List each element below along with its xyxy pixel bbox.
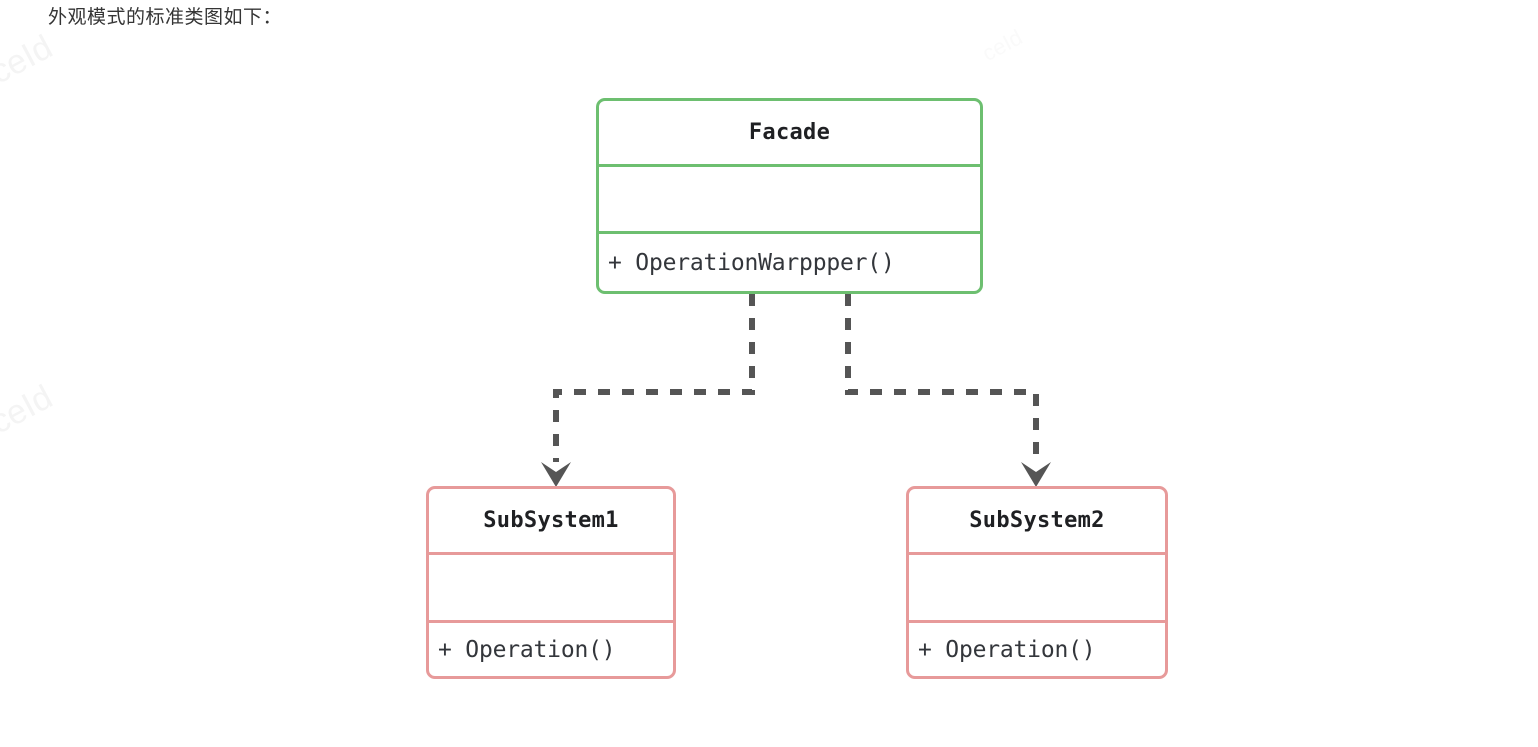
class-method-facade: + OperationWarppper() (599, 231, 980, 291)
uml-class-facade[interactable]: Facade + OperationWarppper() (596, 98, 983, 294)
class-attributes-subsystem1 (429, 552, 673, 620)
class-name-subsystem2: SubSystem2 (969, 508, 1105, 533)
class-name-subsystem1: SubSystem1 (483, 508, 619, 533)
class-attributes-facade (599, 164, 980, 231)
page-heading: 外观模式的标准类图如下： (48, 6, 283, 28)
uml-class-subsystem2[interactable]: SubSystem2 + Operation() (906, 486, 1168, 679)
class-name-facade: Facade (748, 120, 831, 145)
arrowhead-subsystem2 (1021, 462, 1051, 487)
class-method-subsystem2: + Operation() (909, 620, 1165, 676)
arrowhead-subsystem1 (541, 462, 571, 487)
uml-class-subsystem1[interactable]: SubSystem1 + Operation() (426, 486, 676, 679)
class-attributes-subsystem2 (909, 552, 1165, 620)
class-method-subsystem1: + Operation() (429, 620, 673, 676)
connector-facade-to-subsystem2 (845, 294, 1051, 487)
connector-facade-to-subsystem1 (541, 294, 755, 487)
